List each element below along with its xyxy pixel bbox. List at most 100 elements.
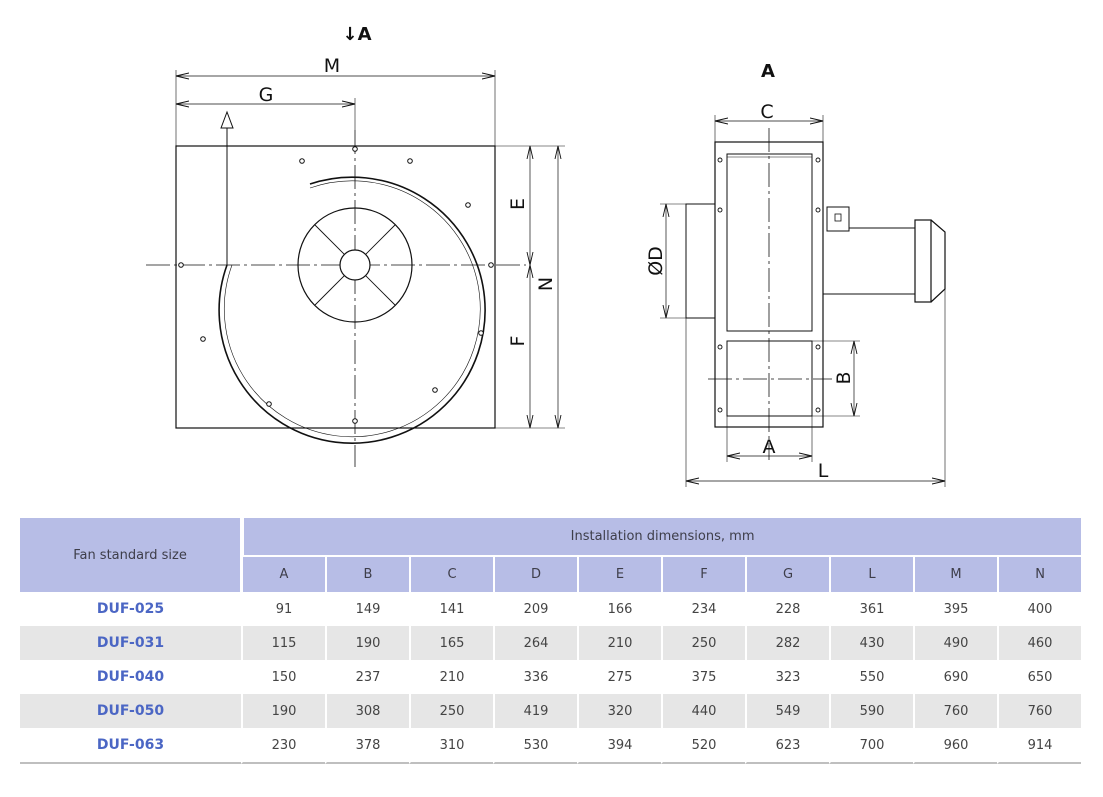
column-header-c: C	[409, 555, 493, 592]
table-row: DUF-040 150 237 210 336 275 375 323 550 …	[20, 660, 1081, 694]
table-cell: 395	[913, 592, 997, 626]
motor-fan-cover	[930, 219, 946, 303]
table-cell: 320	[577, 694, 661, 728]
table-cell: 430	[829, 626, 913, 660]
fan-size-cell: DUF-031	[20, 626, 241, 660]
front-view	[146, 70, 565, 467]
table-cell: 210	[577, 626, 661, 660]
table-cell: 590	[829, 694, 913, 728]
table-cell: 690	[913, 660, 997, 694]
impeller-hub	[339, 249, 371, 281]
outlet-duct	[726, 340, 813, 417]
column-header-b: B	[325, 555, 409, 592]
table-row: DUF-025 91 149 141 209 166 234 228 361 3…	[20, 592, 1081, 626]
table-cell: 760	[997, 694, 1082, 728]
table-cell: 394	[577, 728, 661, 764]
fan-size-cell: DUF-025	[96, 601, 165, 617]
table-cell: 375	[661, 660, 745, 694]
table-cell: 400	[997, 592, 1081, 626]
table-cell: 520	[661, 728, 745, 764]
scroll-housing	[218, 176, 486, 444]
table-row: DUF-050 190 308 250 419 320 440 549 590 …	[20, 694, 1082, 728]
table-cell: 190	[325, 626, 409, 660]
table-cell: 234	[661, 592, 745, 626]
table-cell: 282	[745, 626, 829, 660]
motor-mount	[826, 206, 850, 232]
dimensions-table: Fan standard size Installation dimension…	[20, 518, 1082, 764]
table-cell: 550	[829, 660, 913, 694]
table-cell: 310	[409, 728, 493, 764]
table-cell: 650	[997, 660, 1081, 694]
table-cell: 190	[241, 694, 325, 728]
table-cell: 960	[913, 728, 997, 764]
view-arrow-label: ↓A	[342, 24, 371, 45]
table-cell: 275	[577, 660, 661, 694]
table-row: DUF-063 230 378 310 530 394 520 623 700 …	[20, 728, 1082, 764]
table-cell: 264	[493, 626, 577, 660]
impeller-ring	[297, 207, 413, 323]
table-cell: 440	[661, 694, 745, 728]
side-holes	[717, 157, 821, 413]
dim-label-c: C	[760, 101, 773, 123]
column-header-g: G	[745, 555, 829, 592]
motor-body	[914, 219, 932, 303]
table-cell: 914	[997, 728, 1082, 764]
table-cell: 228	[745, 592, 829, 626]
table-cell: 237	[325, 660, 409, 694]
table-cell: 149	[325, 592, 409, 626]
table-cell: 150	[241, 660, 325, 694]
dim-label-g: G	[259, 84, 274, 106]
column-header-f: F	[661, 555, 745, 592]
scroll-housing-inner	[223, 180, 481, 438]
table-row: DUF-031 115 190 165 264 210 250 282 430 …	[20, 626, 1082, 660]
table-cell: 623	[745, 728, 829, 764]
table-cell: 323	[745, 660, 829, 694]
table-cell: 700	[829, 728, 913, 764]
table-cell: 250	[661, 626, 745, 660]
upper-panel	[726, 153, 813, 332]
dim-label-b: B	[833, 371, 855, 384]
table-cell: 166	[577, 592, 661, 626]
table-cell: 760	[913, 694, 997, 728]
mounting-holes	[178, 146, 494, 424]
inlet-spigot	[685, 203, 716, 319]
dim-label-a: A	[763, 436, 776, 458]
dim-label-f: F	[507, 336, 529, 347]
table-cell: 549	[745, 694, 829, 728]
group-header: Installation dimensions, mm	[241, 518, 1082, 555]
side-view	[660, 115, 946, 487]
table-cell: 165	[409, 626, 493, 660]
table-cell: 209	[493, 592, 577, 626]
dim-label-d: ØD	[645, 246, 667, 276]
fan-size-cell: DUF-050	[20, 694, 241, 728]
column-header-d: D	[493, 555, 577, 592]
table-cell: 419	[493, 694, 577, 728]
table-cell: 141	[409, 592, 493, 626]
fan-size-cell: DUF-063	[20, 728, 241, 764]
size-header: Fan standard size	[20, 518, 241, 592]
table-cell: 210	[409, 660, 493, 694]
table-cell: 91	[241, 592, 325, 626]
table-cell: 460	[997, 626, 1082, 660]
table-cell: 530	[493, 728, 577, 764]
dim-label-m: M	[324, 55, 340, 77]
dim-label-n: N	[535, 277, 557, 291]
table-cell: 378	[325, 728, 409, 764]
fan-size-cell: DUF-040	[96, 669, 165, 685]
column-header-e: E	[577, 555, 661, 592]
table-cell: 361	[829, 592, 913, 626]
column-header-a: A	[241, 555, 325, 592]
dim-label-l: L	[818, 460, 829, 482]
technical-drawing: ↓A M G E F N	[146, 24, 946, 487]
dim-label-e: E	[507, 198, 529, 210]
table-cell: 490	[913, 626, 997, 660]
table-cell: 336	[493, 660, 577, 694]
front-plate	[175, 145, 496, 429]
table-cell: 230	[241, 728, 325, 764]
outlet-arrow-icon	[220, 110, 234, 129]
column-header-m: M	[913, 555, 997, 592]
table-cell: 308	[325, 694, 409, 728]
column-header-l: L	[829, 555, 913, 592]
side-view-title: A	[761, 61, 775, 82]
table-cell: 115	[241, 626, 325, 660]
